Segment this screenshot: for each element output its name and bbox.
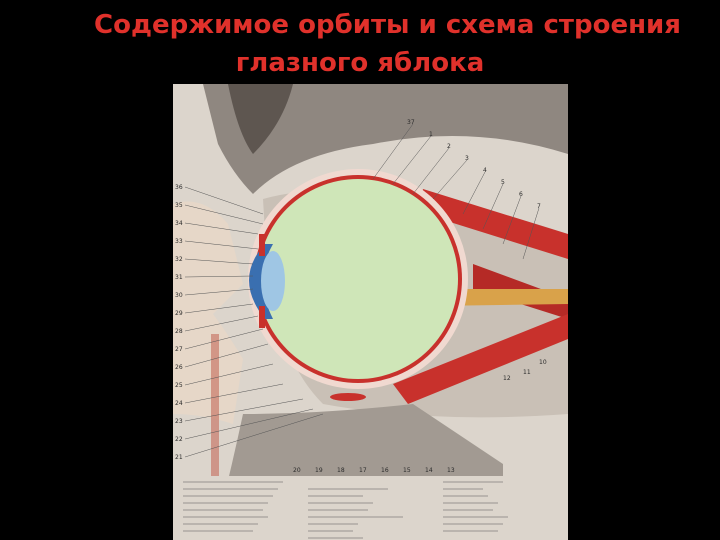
label-30: 30 — [175, 292, 183, 299]
label-23: 23 — [175, 418, 183, 425]
label-29: 29 — [175, 310, 183, 317]
label-34: 34 — [175, 220, 183, 227]
label-28: 28 — [175, 328, 183, 335]
eye-diagram-plate: 36 35 34 33 32 31 30 29 28 27 26 25 24 2… — [173, 84, 568, 540]
label-35: 35 — [175, 202, 183, 209]
vitreous-body — [258, 179, 458, 379]
label-15: 15 — [403, 467, 411, 474]
leader-lines — [184, 123, 540, 458]
label-6: 6 — [519, 191, 523, 198]
upper-eyelid — [173, 201, 243, 314]
inferior-rectus-muscle — [393, 314, 568, 404]
label-24: 24 — [175, 400, 183, 407]
label-13: 13 — [447, 467, 455, 474]
label-12: 12 — [503, 375, 511, 382]
cornea — [249, 244, 273, 319]
bottom-number-labels: 20 19 18 17 16 15 14 13 — [293, 467, 455, 474]
label-14: 14 — [425, 467, 433, 474]
label-16: 16 — [381, 467, 389, 474]
label-19: 19 — [315, 467, 323, 474]
label-20: 20 — [293, 467, 301, 474]
eye-diagram: 36 35 34 33 32 31 30 29 28 27 26 25 24 2… — [173, 84, 568, 540]
label-36: 36 — [175, 184, 183, 191]
legend-text-lines — [183, 481, 508, 539]
label-4: 4 — [483, 167, 487, 174]
label-32: 32 — [175, 256, 183, 263]
slide-title: Содержимое орбиты и схема строения глазн… — [0, 6, 720, 82]
lower-eyelid — [173, 314, 243, 424]
lens — [261, 251, 285, 311]
right-number-labels: 11 10 12 — [503, 359, 547, 382]
label-37: 37 — [407, 119, 415, 126]
label-11: 11 — [523, 369, 531, 376]
frontal-sinus — [228, 84, 293, 154]
label-31: 31 — [175, 274, 183, 281]
inferior-oblique-muscle — [330, 393, 366, 401]
label-33: 33 — [175, 238, 183, 245]
label-5: 5 — [501, 179, 505, 186]
superior-rectus-muscle — [418, 189, 568, 259]
top-number-labels: 37 1 2 3 4 5 6 7 — [407, 119, 541, 210]
label-2: 2 — [447, 143, 451, 150]
skull-bone — [203, 84, 568, 194]
iris-upper — [259, 234, 265, 256]
label-10: 10 — [539, 359, 547, 366]
left-number-labels: 36 35 34 33 32 31 30 29 28 27 26 25 24 2… — [175, 184, 183, 461]
legend-area — [173, 476, 568, 540]
label-3: 3 — [465, 155, 469, 162]
title-line-1: Содержимое орбиты и схема строения — [94, 10, 681, 40]
label-7: 7 — [537, 203, 541, 210]
skin-strip — [211, 334, 219, 540]
label-21: 21 — [175, 454, 183, 461]
label-22: 22 — [175, 436, 183, 443]
label-26: 26 — [175, 364, 183, 371]
label-17: 17 — [359, 467, 367, 474]
label-1: 1 — [429, 131, 433, 138]
label-27: 27 — [175, 346, 183, 353]
title-line-2: глазного яблока — [235, 48, 485, 78]
label-18: 18 — [337, 467, 345, 474]
label-25: 25 — [175, 382, 183, 389]
iris-lower — [259, 306, 265, 328]
